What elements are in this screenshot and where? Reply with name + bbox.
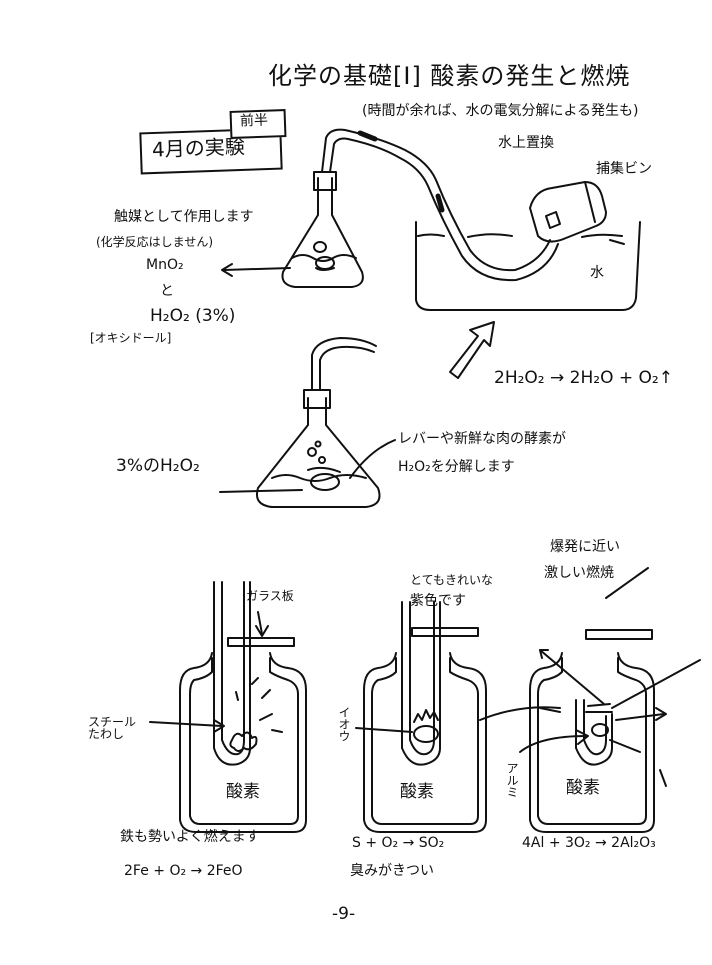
month-badge-label: 4月の実験: [151, 134, 246, 162]
page-number: -9-: [332, 904, 356, 924]
h2o2-label: H₂O₂ (3%): [150, 306, 236, 326]
sulfur-label: イオウ: [337, 706, 351, 742]
upward-arrow: [449, 321, 495, 379]
enzyme-note-2: H₂O₂を分解します: [398, 459, 515, 475]
jar-2-note: 臭みがきつい: [350, 863, 434, 879]
enzyme-note-1: レバーや新鮮な肉の酵素が: [398, 431, 566, 447]
collection-method-label: 水上置換: [498, 135, 554, 151]
aluminum-label: アルミ: [505, 762, 519, 798]
gas-jar-2: [363, 601, 487, 833]
jar-1-equation: 2Fe + O₂ → 2FeO: [124, 863, 243, 879]
catalyst-note-1: 触媒として作用します: [114, 209, 254, 225]
collection-bottle-label: 捕集ビン: [596, 161, 652, 177]
water-label: 水: [590, 265, 604, 281]
jar-3-top-note-1: 爆発に近い: [550, 539, 620, 555]
h2o2-3percent-label: 3%のH₂O₂: [116, 456, 200, 476]
jar-2-equation: S + O₂ → SO₂: [352, 835, 445, 851]
half-badge-label: 前半: [239, 112, 269, 130]
jar-3-equation: 4Al + 3O₂ → 2Al₂O₃: [522, 835, 656, 851]
delivery-tube: [321, 128, 559, 282]
gas-jar-3: [529, 567, 701, 833]
decomposition-equation: 2H₂O₂ → 2H₂O + O₂↑: [494, 368, 673, 388]
collection-bottle: [529, 181, 607, 243]
jar-1-gas-label: 酸素: [226, 782, 260, 802]
jar-2-top-note-2: 紫色です: [410, 593, 466, 609]
steel-wool-label: スチールたわし: [88, 715, 137, 741]
mno2-label: MnO₂: [146, 257, 184, 273]
jar-2-gas-label: 酸素: [400, 782, 434, 802]
page-subtitle: (時間が余れば、水の電気分解による発生も): [362, 103, 639, 119]
jar-2-top-note-1: とてもきれいな: [410, 573, 494, 587]
water-trough: [415, 221, 641, 311]
catalyst-note-2: (化学反応はしません): [96, 235, 214, 249]
erlenmeyer-flask-top: [281, 171, 364, 288]
and-label: と: [160, 283, 174, 299]
glass-plate-label: ガラス板: [246, 589, 294, 603]
gas-jar-1: [179, 581, 307, 833]
jar-3-gas-label: 酸素: [566, 778, 600, 798]
page-title: 化学の基礎[I] 酸素の発生と燃焼: [268, 62, 631, 90]
jar-3-top-note-2: 激しい燃焼: [544, 565, 614, 581]
erlenmeyer-flask-middle: [256, 337, 381, 508]
oxydol-label: [オキシドール]: [90, 331, 172, 345]
jar-1-note: 鉄も勢いよく燃えます: [120, 829, 260, 845]
